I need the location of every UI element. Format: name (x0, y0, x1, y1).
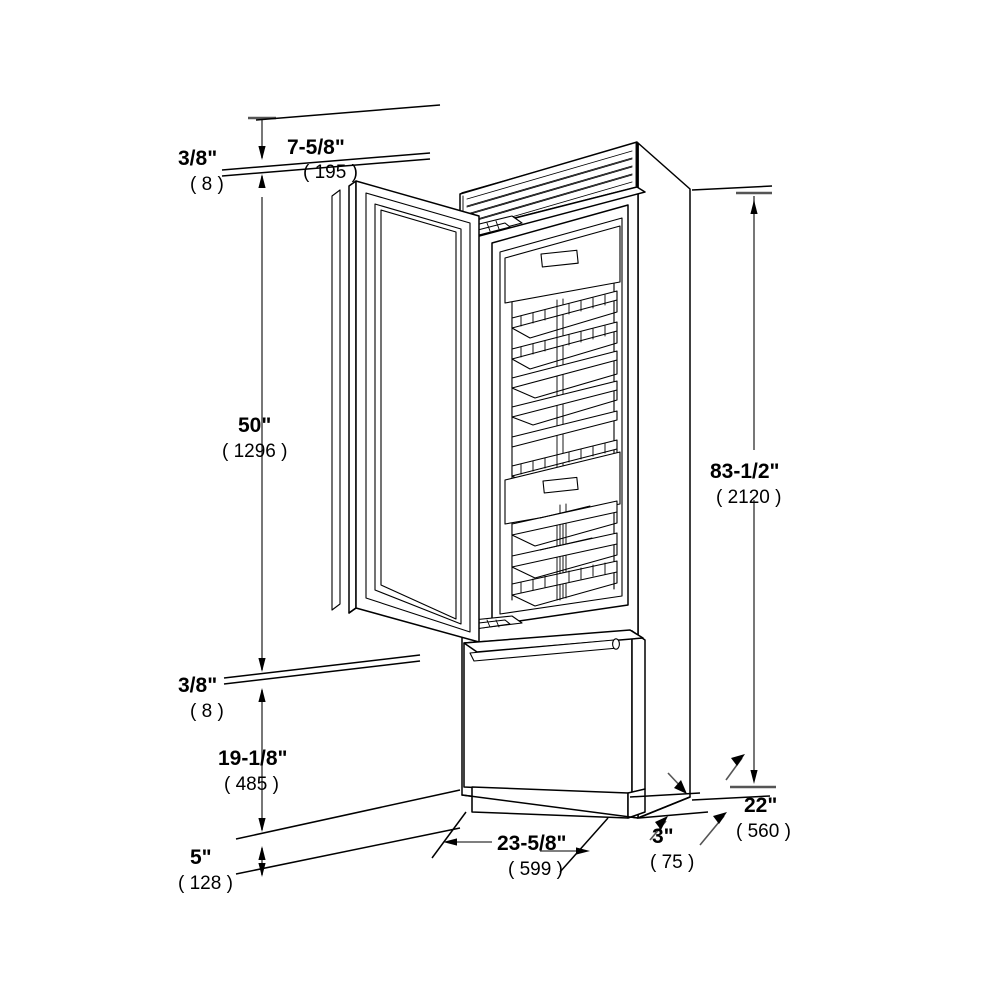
dim-grille-metric: ( 195 ) (303, 162, 358, 183)
door-projection-dimension: 3" ( 75 ) (629, 772, 709, 873)
upper-control-panel[interactable] (504, 225, 621, 304)
dim-toe-kick-metric: ( 128 ) (178, 873, 233, 894)
wine-shelf-upper-4 (511, 380, 618, 426)
dim-lower-drawer-metric: ( 485 ) (224, 774, 279, 795)
dim-upper-door-imperial: 50" (238, 414, 271, 437)
dim-upper-door-metric: ( 1296 ) (222, 441, 287, 462)
dimension-mid-gap: 3/8" ( 8 ) (178, 674, 224, 722)
wine-shelf-lower-2 (511, 532, 618, 579)
wine-shelf-upper-1 (511, 290, 618, 339)
glass-door-open[interactable] (331, 180, 480, 643)
upper-compartment-interior (491, 204, 629, 626)
dim-lower-drawer-imperial: 19-1/8" (218, 747, 288, 770)
dimension-lower-drawer: 19-1/8" ( 485 ) (218, 747, 288, 795)
dim-overall-height-imperial: 83-1/2" (710, 460, 780, 483)
dim-overall-height-metric: ( 2120 ) (716, 487, 781, 508)
drawer-handle[interactable] (469, 638, 620, 662)
right-overall-height-dimension: 83-1/2" ( 2120 ) (691, 185, 781, 789)
dim-door-projection-imperial: 3" (652, 825, 674, 848)
dimension-grille-height: 7-5/8" ( 195 ) (287, 136, 358, 183)
dim-overall-depth-metric: ( 560 ) (736, 821, 791, 842)
overall-depth-dimension: 22" ( 560 ) (691, 754, 791, 846)
dim-top-gap-metric: ( 8 ) (190, 174, 224, 195)
wine-shelf-upper-3 (511, 350, 618, 399)
lower-control-panel[interactable] (504, 451, 621, 525)
dim-door-projection-metric: ( 75 ) (650, 852, 694, 873)
appliance-illustration (331, 141, 691, 819)
bottom-drawer[interactable] (463, 629, 646, 819)
wine-shelf-upper-5 (511, 410, 618, 448)
dim-toe-kick-imperial: 5" (190, 846, 212, 869)
wine-shelf-lower-1 (511, 500, 618, 547)
dim-overall-width-imperial: 23-5/8" (497, 832, 567, 855)
cabinet-right-side-panel (637, 142, 691, 819)
bottom-overall-width-dimension: 23-5/8" ( 599 ) (431, 811, 609, 880)
wine-shelf-lower-3 (511, 560, 618, 607)
dim-top-gap-imperial: 3/8" (178, 147, 217, 170)
dimension-top-gap: 3/8" ( 8 ) (178, 147, 224, 195)
dimension-toe-kick: 5" ( 128 ) (178, 846, 233, 894)
dim-overall-depth-imperial: 22" (744, 794, 777, 817)
cabinet-base-edges (461, 794, 691, 819)
dimension-upper-door: 50" ( 1296 ) (222, 414, 287, 462)
dim-mid-gap-metric: ( 8 ) (190, 701, 224, 722)
dim-overall-width-metric: ( 599 ) (508, 859, 563, 880)
dim-mid-gap-imperial: 3/8" (178, 674, 217, 697)
left-dimension-chain: 3/8" ( 8 ) 7-5/8" ( 195 ) 50" ( 1296 ) 3… (178, 104, 461, 894)
wine-shelf-upper-2 (511, 321, 618, 370)
dim-grille-imperial: 7-5/8" (287, 136, 345, 159)
